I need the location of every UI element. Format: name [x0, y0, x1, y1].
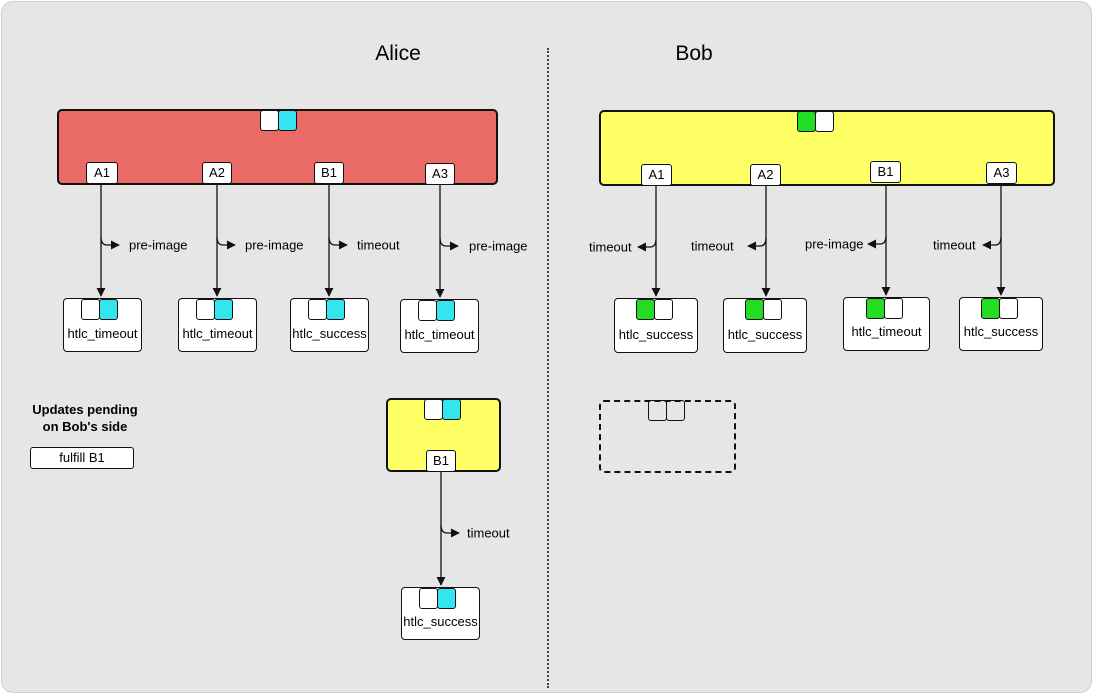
alice-branch-edge-2: [328, 236, 348, 250]
bob-output-tag-a3: A3: [986, 162, 1017, 184]
revocation-key-icon: [999, 298, 1018, 319]
alice-key-icon: [214, 299, 233, 320]
alice-key-icon: [436, 300, 455, 321]
bob-edge-label-a3: timeout: [933, 237, 976, 253]
bob-key-icon: [636, 299, 655, 320]
revocation-key-icon: [81, 299, 100, 320]
alice-output-tag-a1: A1: [86, 162, 118, 184]
alice-key-icon: [99, 299, 118, 320]
alice-output-tag-a3: A3: [425, 163, 455, 185]
bob-key-icon: [745, 299, 764, 320]
htlc-keys: [81, 299, 118, 320]
empty-key-icon: [648, 400, 667, 421]
htlc-keys: [308, 299, 345, 320]
alice-edge-label-a1: pre-image: [129, 237, 188, 253]
htlc-label: htlc_timeout: [404, 327, 475, 342]
alice-title: Alice: [375, 42, 421, 65]
bob-htlc-tx-b1: htlc_timeout: [843, 297, 930, 351]
alice-output-tag-a2: A2: [202, 162, 232, 184]
bob-commit-keys: [797, 111, 834, 132]
pending-branch-edge: [440, 524, 460, 538]
htlc-keys: [419, 588, 456, 609]
bob-htlc-tx-a3: htlc_success: [959, 297, 1043, 351]
htlc-label: htlc_success: [963, 324, 1039, 339]
htlc-label: htlc_timeout: [67, 326, 138, 341]
htlc-label: htlc_success: [727, 327, 803, 342]
revocation-key-icon: [763, 299, 782, 320]
htlc-keys: [196, 299, 233, 320]
htlc-keys: [866, 298, 903, 319]
bob-title: Bob: [675, 42, 713, 65]
htlc-label: htlc_success: [618, 327, 694, 342]
pending-htlc-tx: htlc_success: [401, 587, 480, 640]
revocation-key-icon: [260, 110, 279, 131]
bob-key-icon: [797, 111, 816, 132]
htlc-label: htlc_success: [292, 326, 367, 341]
pending-output-tag-b1: B1: [426, 450, 456, 472]
bob-htlc-tx-a1: htlc_success: [614, 298, 698, 353]
pending-edge-label: timeout: [467, 525, 510, 541]
htlc-label: htlc_success: [403, 614, 478, 629]
bob-output-tag-a2: A2: [750, 164, 781, 186]
alice-key-icon: [326, 299, 345, 320]
bob-edge-label-a2: timeout: [691, 238, 734, 254]
revocation-key-icon: [418, 300, 437, 321]
alice-key-icon: [278, 110, 297, 131]
pending-update-item: fulfill B1: [30, 447, 134, 469]
alice-branch-edge-3: [439, 237, 459, 251]
bob-key-icon: [981, 298, 1000, 319]
alice-edge-label-b1: timeout: [357, 237, 400, 253]
alice-output-tag-b1: B1: [314, 162, 344, 184]
party-divider: [547, 48, 549, 688]
alice-branch-edge-0: [100, 236, 120, 250]
empty-key-icon: [666, 400, 685, 421]
bob-branch-edge-1: [747, 237, 767, 251]
alice-edge-label-a3: pre-image: [469, 238, 528, 254]
updates-pending-title: Updates pending on Bob's side: [10, 401, 160, 435]
placeholder-keys: [648, 400, 685, 421]
alice-htlc-tx-a3: htlc_timeout: [400, 299, 479, 353]
pending-commit-keys: [424, 399, 461, 420]
bob-branch-edge-3: [982, 236, 1002, 250]
updates-title-line-1: Updates pending: [32, 402, 138, 417]
alice-branch-edge-1: [216, 236, 236, 250]
bob-branch-edge-2: [867, 235, 887, 249]
htlc-keys: [418, 300, 455, 321]
htlc-label: htlc_timeout: [851, 324, 922, 339]
revocation-key-icon: [419, 588, 438, 609]
alice-key-icon: [442, 399, 461, 420]
bob-edge-label-b1: pre-image: [805, 236, 864, 252]
bob-edge-label-a1: timeout: [589, 239, 632, 255]
bob-branch-edge-0: [637, 238, 657, 252]
updates-title-line-2: on Bob's side: [42, 419, 128, 434]
revocation-key-icon: [424, 399, 443, 420]
bob-output-tag-b1: B1: [870, 161, 901, 183]
alice-htlc-tx-a2: htlc_timeout: [178, 298, 257, 352]
bob-key-icon: [866, 298, 885, 319]
revocation-key-icon: [815, 111, 834, 132]
htlc-keys: [981, 298, 1018, 319]
alice-htlc-tx-a1: htlc_timeout: [63, 298, 142, 352]
alice-key-icon: [437, 588, 456, 609]
alice-htlc-tx-b1: htlc_success: [290, 298, 369, 352]
htlc-keys: [636, 299, 673, 320]
revocation-key-icon: [654, 299, 673, 320]
alice-edge-label-a2: pre-image: [245, 237, 304, 253]
htlc-keys: [745, 299, 782, 320]
htlc-label: htlc_timeout: [182, 326, 253, 341]
bob-output-tag-a1: A1: [641, 164, 672, 186]
revocation-key-icon: [308, 299, 327, 320]
revocation-key-icon: [884, 298, 903, 319]
revocation-key-icon: [196, 299, 215, 320]
alice-commit-keys: [260, 110, 297, 131]
bob-htlc-tx-a2: htlc_success: [723, 298, 807, 353]
